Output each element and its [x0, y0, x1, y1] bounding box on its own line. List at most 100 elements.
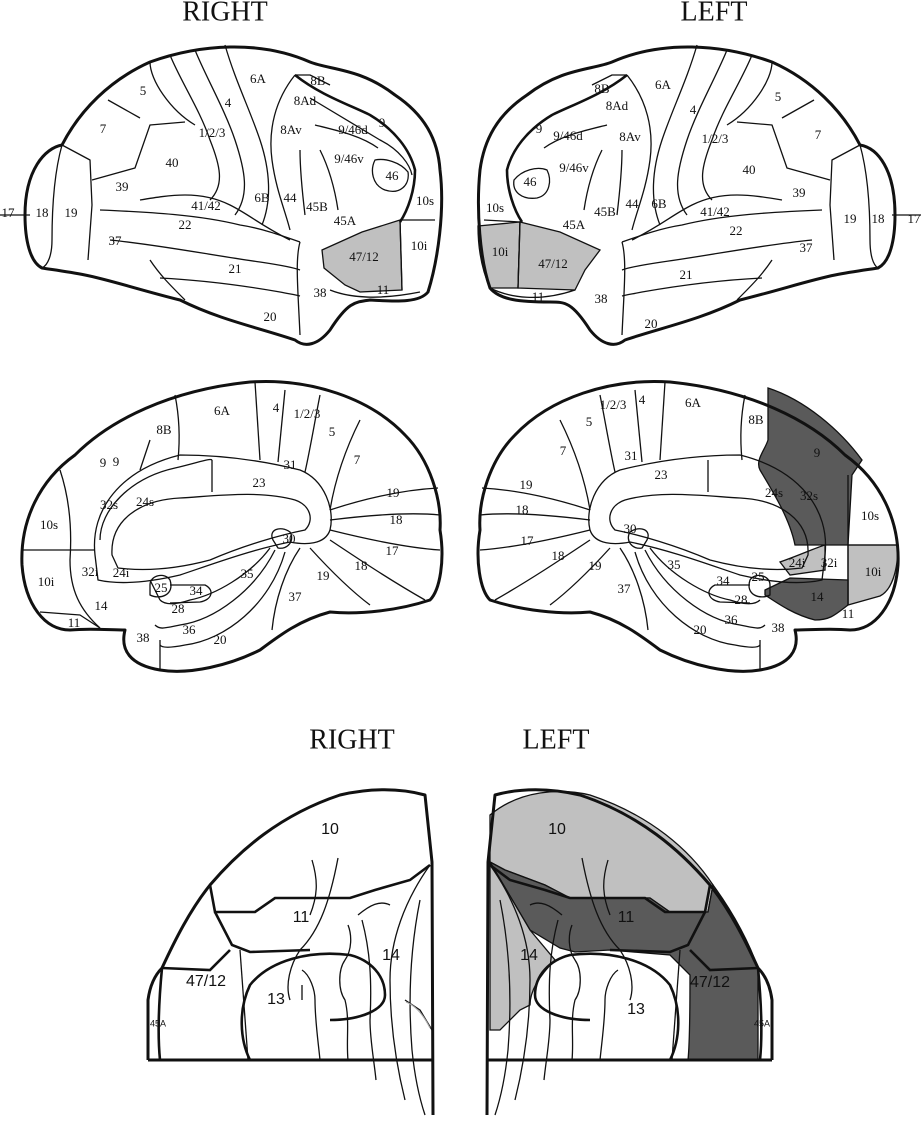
label-22: 22: [179, 217, 192, 232]
orbital-left-view: 10 11 14 13 47/12 45A: [485, 788, 774, 1116]
label-47-12: 47/12: [349, 249, 379, 264]
label-39: 39: [116, 179, 129, 194]
title-top-right: RIGHT: [182, 0, 268, 27]
label-23: 23: [253, 475, 266, 490]
label-45A: 45A: [150, 1018, 166, 1028]
label-5: 5: [775, 89, 782, 104]
label-35: 35: [668, 557, 681, 572]
label-17: 17: [2, 205, 16, 220]
label-4: 4: [273, 400, 280, 415]
label-34: 34: [190, 583, 204, 598]
label-8Av: 8Av: [619, 129, 641, 144]
label-20: 20: [694, 622, 707, 637]
label-20: 20: [214, 632, 227, 647]
label-11: 11: [618, 909, 635, 926]
label-40: 40: [166, 155, 179, 170]
label-8B: 8B: [156, 422, 172, 437]
label-11: 11: [293, 909, 310, 926]
label-32s: 32s: [800, 488, 818, 503]
label-20: 20: [264, 309, 277, 324]
region-47-12-shaded: [321, 219, 403, 293]
region-9-shaded-dark: [758, 387, 863, 546]
label-9-46d: 9/46d: [338, 122, 368, 137]
label-30: 30: [624, 521, 637, 536]
label-13: 13: [267, 991, 285, 1008]
orbital-right-outline: [146, 788, 435, 1116]
medial-left-hemisphere: 1/2/3 4 6A 8B 5 9 7 31 23 19 24s 32s 18 …: [476, 380, 900, 673]
label-37: 37: [109, 233, 123, 248]
label-1-2-3: 1/2/3: [600, 397, 627, 412]
label-34: 34: [717, 573, 731, 588]
label-19a: 19: [387, 485, 400, 500]
region-14-shaded-dark: [764, 577, 849, 621]
label-7: 7: [354, 452, 361, 467]
label-37: 37: [289, 589, 303, 604]
title-bottom-left: LEFT: [523, 724, 590, 755]
label-1-2-3: 1/2/3: [702, 131, 729, 146]
label-18: 18: [516, 502, 529, 517]
label-11: 11: [842, 606, 855, 621]
label-41-42: 41/42: [700, 204, 730, 219]
label-44: 44: [626, 196, 640, 211]
medial-left-outline: [476, 380, 900, 673]
label-19b: 19: [589, 558, 602, 573]
medial-right-outline: [20, 380, 444, 673]
label-11: 11: [377, 282, 390, 297]
label-6A: 6A: [655, 77, 672, 92]
label-6A: 6A: [214, 403, 231, 418]
corpus-callosum-outer: [93, 454, 332, 584]
label-10i: 10i: [411, 238, 428, 253]
label-10: 10: [548, 821, 566, 838]
label-18b: 18: [355, 558, 368, 573]
label-10i: 10i: [865, 564, 882, 579]
label-44: 44: [284, 190, 298, 205]
label-10s: 10s: [861, 508, 879, 523]
title-bottom-right: RIGHT: [309, 724, 395, 755]
label-38: 38: [137, 630, 150, 645]
label-8B: 8B: [310, 73, 326, 88]
label-4: 4: [225, 95, 232, 110]
label-19: 19: [65, 205, 78, 220]
label-47-12: 47/12: [538, 256, 568, 271]
region-24i-shaded: [778, 544, 826, 576]
label-14: 14: [520, 947, 538, 964]
label-11: 11: [68, 615, 81, 630]
label-4: 4: [690, 102, 697, 117]
label-45A: 45A: [563, 217, 586, 232]
label-5: 5: [586, 414, 593, 429]
medial-right-hemisphere: 6A 4 1/2/3 8B 5 9 9 7 31 23 32s 24s 19 1…: [20, 380, 444, 673]
label-19: 19: [844, 211, 857, 226]
label-9-46d: 9/46d: [553, 128, 583, 143]
label-36: 36: [183, 622, 197, 637]
label-10i: 10i: [492, 244, 509, 259]
label-9-46v: 9/46v: [559, 160, 589, 175]
label-28: 28: [735, 592, 748, 607]
label-47-12: 47/12: [690, 974, 730, 991]
label-17: 17: [908, 211, 921, 226]
label-17: 17: [386, 543, 400, 558]
label-24i: 24i: [113, 565, 130, 580]
label-6B: 6B: [651, 196, 667, 211]
label-7: 7: [560, 443, 567, 458]
label-13: 13: [627, 1001, 645, 1018]
label-10i: 10i: [38, 574, 55, 589]
label-18: 18: [872, 211, 885, 226]
label-37: 37: [618, 581, 632, 596]
label-18b: 18: [552, 548, 565, 563]
corpus-callosum-outer: [588, 454, 827, 584]
label-14: 14: [95, 598, 109, 613]
label-8B: 8B: [748, 412, 764, 427]
label-17: 17: [521, 533, 535, 548]
label-22: 22: [730, 223, 743, 238]
corpus-callosum-inner: [609, 493, 809, 571]
label-19b: 19: [317, 568, 330, 583]
label-30: 30: [283, 531, 296, 546]
label-8Ad: 8Ad: [606, 98, 629, 113]
label-45A: 45A: [754, 1018, 770, 1028]
label-38: 38: [314, 285, 327, 300]
label-46: 46: [524, 174, 538, 189]
label-24s: 24s: [136, 494, 154, 509]
label-40: 40: [743, 162, 756, 177]
label-10s: 10s: [416, 193, 434, 208]
label-24s: 24s: [765, 485, 783, 500]
